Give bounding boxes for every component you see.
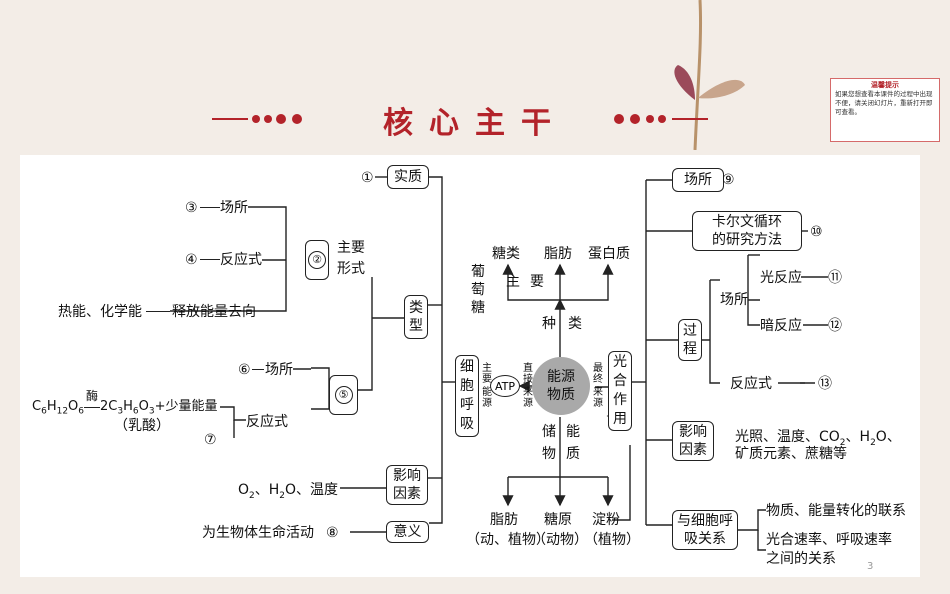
label-energy-line2: 物质 [547, 387, 575, 403]
title-dot [646, 115, 654, 123]
label-n10: ⑩ [810, 224, 823, 240]
label-changsuo2: 场所 [265, 362, 293, 378]
title-dot [264, 115, 272, 123]
label-putaotang: 葡萄糖 [471, 264, 485, 316]
label-kuangzhi: 矿质元素、蔗糖等 [735, 446, 847, 462]
label-n11: ⑪ [828, 270, 842, 286]
label-fanyingshi-right: 反应式 [730, 376, 772, 392]
label-zhijie: 直接 [523, 363, 533, 385]
box-n2: ② [305, 240, 329, 280]
label-eq-rest: 2C3H6O3+少量能量 [100, 399, 218, 417]
tip-box: 温馨提示 如果您想查看本课件的过程中出现不便，请关闭幻灯片，重新打开即可查看。 [830, 78, 940, 142]
label-nengyuan-small: 能源 [482, 387, 492, 409]
label-zhuyao: 主要 [337, 240, 365, 256]
label-n4: ④ [185, 252, 198, 268]
box-leixing: 类型 [404, 295, 428, 339]
label-xibaohuxi: 细胞呼吸 [460, 359, 474, 432]
title-dot [630, 114, 640, 124]
label-zhonglei: 种类 [542, 316, 594, 332]
label-dongzhi: （动、植物） [466, 532, 550, 548]
box-guocheng: 过程 [678, 319, 702, 361]
box-shizhi: 实质 [387, 165, 429, 189]
label-zuizhong: 最终 [593, 363, 603, 385]
label-n12: ⑫ [828, 318, 842, 334]
label-zhiwu: （植物） [584, 532, 640, 548]
label-dianfen: 淀粉 [592, 512, 620, 528]
label-zhifang2: 脂肪 [490, 512, 518, 528]
title-line-left [212, 118, 248, 120]
label-dongwu: （动物） [532, 532, 588, 548]
box-kaer: 卡尔文循环的研究方法 [692, 211, 802, 251]
label-danbaizhi: 蛋白质 [588, 246, 630, 262]
label-o2: O2、H2O、温度 [238, 482, 339, 501]
title-dot [614, 114, 624, 124]
energy-circle: 能源 物质 [532, 357, 590, 415]
label-sulv1: 光合速率、呼吸速率 [766, 532, 892, 548]
label-leixing: 类型 [409, 300, 423, 334]
label-wuzhi: 物质 [542, 446, 590, 462]
label-energy-line1: 能源 [547, 369, 575, 385]
flower-decoration [640, 0, 760, 151]
label-tangyuan: 糖原 [544, 512, 572, 528]
label-guanghezuoyong: 光合作用 [613, 354, 627, 427]
dash-reneng [146, 303, 170, 312]
title-dot [276, 114, 286, 124]
label-tanglei: 糖类 [492, 246, 520, 262]
diagram-panel: ① 实质 ③ 场所 ④ 反应式 ② 主要 形式 热能、化学能 释放能量去向 类型… [20, 155, 920, 577]
box-yingxiang-right: 影响因素 [672, 421, 714, 461]
box-yiyi: 意义 [386, 521, 429, 543]
label-guangzhao: 光照、温度、CO2、H2O、 [735, 429, 901, 448]
label-eq-c6: C6H12O6 [32, 399, 85, 417]
label-n6: ⑥ [238, 362, 251, 378]
label-zhifang: 脂肪 [544, 246, 572, 262]
title-dot [292, 114, 302, 124]
label-chuneng: 储能 [542, 424, 590, 440]
label-n8: ⑧ [326, 525, 339, 541]
label-n1: ① [361, 170, 374, 186]
label-n7: ⑦ [204, 432, 217, 448]
label-reneng: 热能、化学能 [58, 304, 142, 320]
box-yuxibao: 与细胞呼吸关系 [672, 510, 738, 550]
label-fanyingshi2: 反应式 [246, 414, 288, 430]
label-fanyingshi1: 反应式 [220, 252, 262, 268]
label-n3: ③ [185, 200, 198, 216]
label-guocheng: 过程 [683, 323, 697, 357]
label-wuzhi-right: 物质、能量转化的联系 [766, 503, 906, 519]
title-line-right [672, 118, 708, 120]
dash-n6 [252, 361, 264, 370]
box-changsuo-right: 场所 [672, 168, 724, 192]
box-yingxiang-left: 影响因素 [386, 465, 428, 505]
label-n5: ⑤ [334, 386, 353, 404]
box-guanghezuoyong: 光合作用 [608, 351, 632, 431]
label-sulv2: 之间的关系 [766, 551, 836, 567]
box-n5: ⑤ [329, 375, 358, 415]
label-changsuo1: 场所 [220, 200, 248, 216]
label-anfanying: 暗反应 [760, 318, 802, 334]
label-shifang: 释放能量去向 [172, 304, 256, 320]
label-xingshi: 形式 [337, 261, 365, 277]
label-laiyuan1: 来源 [523, 387, 533, 409]
arrow-eq [84, 407, 100, 408]
title-dot [658, 115, 666, 123]
label-changsuo3: 场所 [720, 292, 748, 308]
label-mei: 酶 [86, 389, 99, 403]
dash-n3 [200, 199, 220, 208]
label-rusuan: （乳酸） [114, 418, 170, 434]
label-zhuyao-center: 主要 [506, 274, 554, 290]
atp-circle: ATP [490, 375, 520, 397]
page-title: 核心主干 [383, 106, 567, 141]
label-guangfanying: 光反应 [760, 270, 802, 286]
page-number: 3 [867, 561, 874, 572]
tip-text: 如果您想查看本课件的过程中出现不便，请关闭幻灯片，重新打开即可查看。 [835, 90, 933, 116]
label-n9: ⑨ [722, 172, 735, 188]
dash-n4 [200, 251, 220, 260]
label-n13: ⑬ [818, 376, 832, 392]
title-dot [252, 115, 260, 123]
label-wei: 为生物体生命活动 [202, 525, 314, 541]
tip-title: 温馨提示 [871, 81, 899, 89]
label-n2: ② [308, 251, 326, 269]
box-xibaohuxi: 细胞呼吸 [455, 355, 479, 437]
label-laiyuan2: 来源 [593, 387, 603, 409]
label-zhuyao2: 主要 [482, 363, 492, 385]
